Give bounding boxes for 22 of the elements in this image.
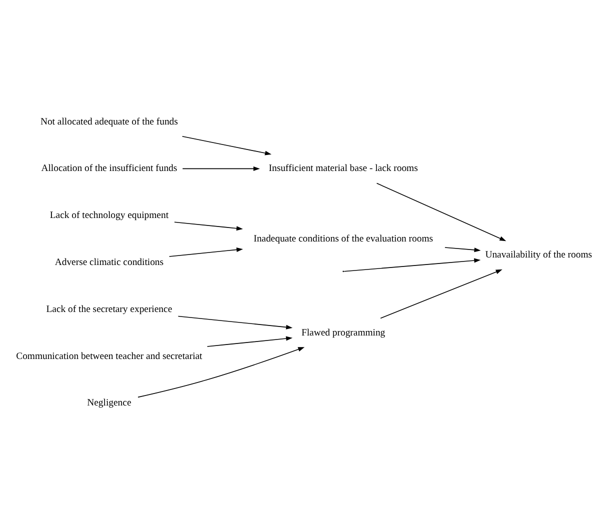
arrow xyxy=(444,247,481,252)
arrow xyxy=(182,136,272,156)
node-text: Communication between teacher and secretariat xyxy=(16,350,202,362)
arrow xyxy=(376,182,506,242)
node-text: Inadequate conditions of the evaluation rooms xyxy=(254,234,434,245)
node-text: Negligence xyxy=(87,398,132,409)
node-text: Not allocated adequate of the funds xyxy=(40,116,178,128)
arrow xyxy=(174,222,243,231)
arrow xyxy=(168,247,244,257)
node-text: Allocation of the insufficient funds xyxy=(41,163,178,174)
node-text: Lack of technology equipment xyxy=(50,210,169,222)
arrow xyxy=(344,258,481,272)
arrow xyxy=(380,269,502,319)
node-text: Lack of the secretary experience xyxy=(46,304,172,315)
node-text: Unavailability of the rooms xyxy=(485,250,592,261)
node-text: Adverse climatic conditions xyxy=(54,257,164,268)
node-text: Flawed programming xyxy=(301,327,386,338)
arrow xyxy=(178,316,293,330)
arrow xyxy=(182,166,260,171)
node-text: Insufficient material base - lack rooms xyxy=(268,163,418,174)
arrow xyxy=(206,336,293,347)
arrow xyxy=(138,347,305,398)
